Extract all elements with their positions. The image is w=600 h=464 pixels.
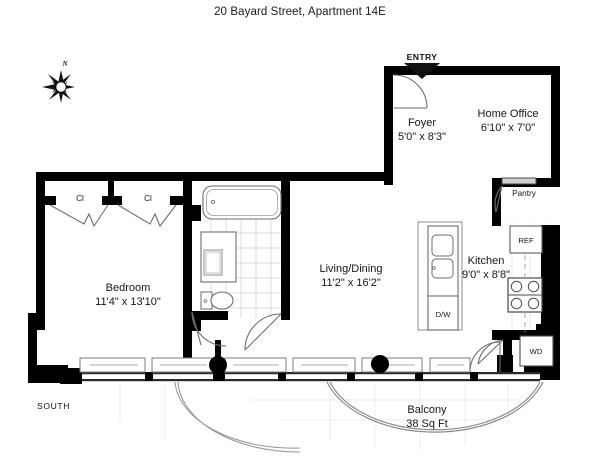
closet-label-right: Cl [144,194,152,203]
structural-column-icon [209,340,389,374]
stove-four-burner-icon [507,277,543,313]
kitchen-island [417,221,463,331]
washer-dryer-icon [519,335,554,367]
room-label-bedroom-dimensions: 11'4" x 13'10" [95,296,161,308]
window-wall [60,368,540,384]
room-label-living-dining-name: Living/Dining [320,263,383,275]
room-label-foyer-name: Foyer [408,117,436,129]
pantry-door-panel [501,177,537,185]
room-label-balcony-name: Balcony [407,404,447,416]
bathtub-icon [202,185,282,220]
room-label-bedroom-name: Bedroom [106,282,151,294]
room-label-foyer-dimensions: 5'0" x 8'3" [398,131,446,143]
room-label-living-dining-dimensions: 11'2" x 16'2" [321,277,381,289]
refrigerator-icon [509,225,543,254]
room-label-home-office-name: Home Office [478,108,539,120]
fixture-label-pantry: Pantry [512,189,537,198]
balcony-tile-floor [119,384,520,449]
fixture-label-dishwasher: D/W [436,310,452,319]
toilet-icon [200,291,234,310]
compass-rose-icon [42,70,75,103]
direction-label-south: SOUTH [37,401,70,411]
compass-north-label: N [61,60,68,68]
room-label-kitchen-dimensions: 9'0" x 8'8" [462,269,510,281]
page-title: 20 Bayard Street, Apartment 14E [214,6,386,18]
room-label-balcony-dimensions: 38 Sq Ft [406,418,448,430]
balcony-outline [174,381,544,453]
vanity-sink-icon [200,231,237,283]
room-label-kitchen-name: Kitchen [468,255,505,267]
fixture-label-refrigerator: REF [518,236,534,245]
closet-label-left: Cl [76,194,84,203]
entry-marker [404,63,440,79]
kitchen-sink-icon [431,234,454,279]
entry-label: ENTRY [407,52,438,62]
fixture-label-washer-dryer: WD [530,347,543,356]
door-swing-icon [49,74,504,373]
room-label-home-office-dimensions: 6'10" x 7'0" [481,122,535,134]
